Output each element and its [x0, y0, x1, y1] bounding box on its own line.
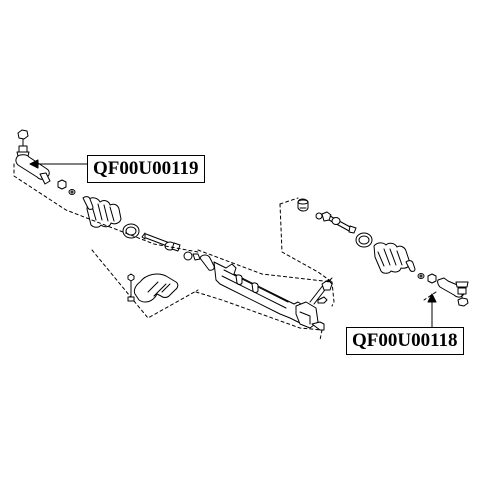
left-tie-rod-end	[15, 129, 51, 185]
right-lock-nut	[417, 273, 437, 284]
right-leader-arrow	[427, 293, 437, 328]
left-leader-arrow	[29, 159, 89, 169]
part-number-label-left[interactable]: QF00U00119	[87, 155, 205, 183]
part-number-label-right[interactable]: QF00U00118	[346, 327, 464, 355]
right-dashed-outline	[279, 197, 333, 283]
right-inner-tie-rod	[321, 211, 357, 234]
left-boot	[82, 196, 122, 228]
right-small-ring	[315, 212, 323, 220]
steering-rack-housing	[199, 254, 333, 331]
right-lower-dashed-line	[423, 291, 437, 301]
right-tie-rod-end	[437, 277, 469, 307]
left-clamp-ring	[122, 223, 140, 239]
right-bushing	[297, 198, 309, 212]
center-dashed-outline	[195, 249, 335, 341]
right-boot	[373, 242, 416, 274]
left-small-ring	[183, 251, 201, 261]
right-clamp-ring	[355, 232, 373, 248]
left-mounting-bracket	[127, 273, 179, 303]
left-lock-nut	[57, 179, 76, 195]
left-mount-dashed-outline	[13, 163, 199, 319]
